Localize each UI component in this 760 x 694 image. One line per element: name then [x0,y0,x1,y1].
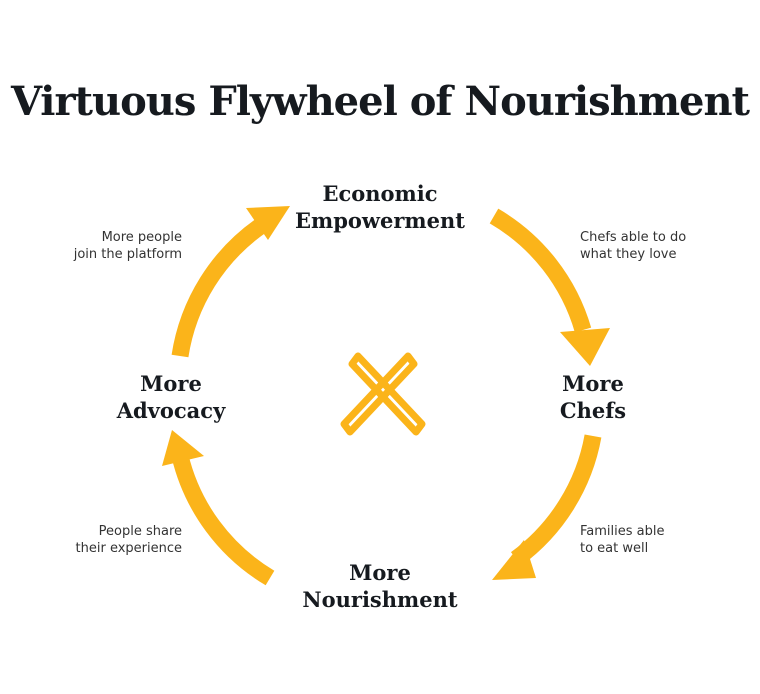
arrowhead-top-right [560,328,610,366]
node-more-nourishment: More Nourishment [280,559,480,613]
arrow-top-right [489,208,592,333]
note-line: their experience [75,541,182,556]
node-line: Chefs [559,398,627,423]
page-title: Virtuous Flywheel of Nourishment [10,78,750,125]
node-line: More [140,371,202,396]
note-families-able: Families able to eat well [580,523,730,557]
node-economic-empowerment: Economic Empowerment [270,180,490,234]
crossed-utensils-icon [340,352,426,436]
arrow-top-left [171,218,267,358]
note-line: join the platform [73,247,182,262]
note-line: what they love [580,247,677,262]
note-line: People share [98,524,182,539]
node-line: More [349,560,411,585]
arrowhead-top-left [246,206,290,240]
node-more-advocacy: More Advocacy [106,370,236,424]
node-line: Nourishment [302,587,458,612]
node-line: Economic [322,181,438,206]
arrowhead-bottom-left [162,430,204,466]
note-more-people: More people join the platform [40,229,182,263]
arrow-bottom-right [510,434,602,566]
note-people-share: People share their experience [40,523,182,557]
arrowhead-bottom-right [492,540,536,580]
node-more-chefs: More Chefs [538,370,648,424]
node-line: Advocacy [116,398,226,423]
arrow-bottom-left [171,453,275,586]
note-chefs-able: Chefs able to do what they love [580,229,730,263]
note-line: to eat well [580,541,649,556]
node-line: Empowerment [295,208,465,233]
node-line: More [562,371,624,396]
note-line: Families able [580,524,665,539]
note-line: Chefs able to do [580,230,687,245]
note-line: More people [101,230,182,245]
